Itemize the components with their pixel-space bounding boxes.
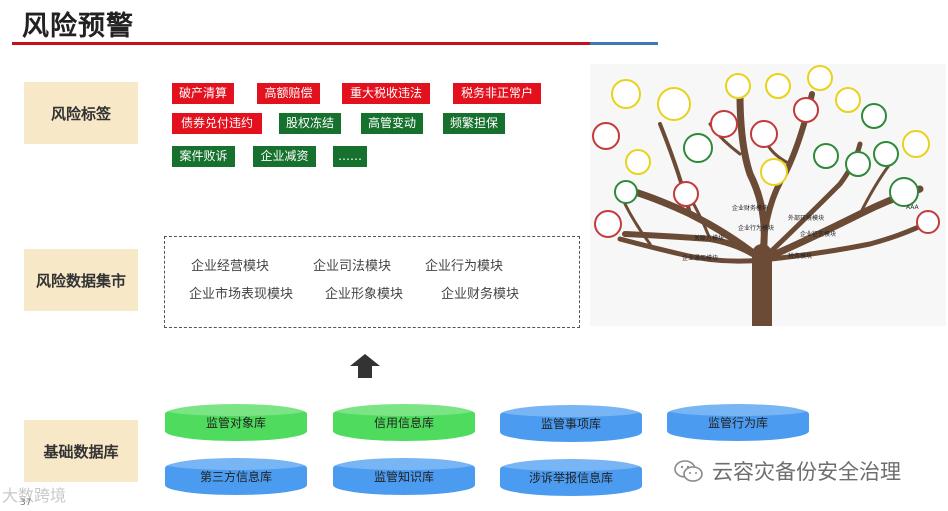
- tag-equity-freeze: 股权冻结: [279, 113, 341, 134]
- title-rule-red: [12, 42, 590, 45]
- data-market-box: 企业经营模块 企业司法模块 企业行为模块 企业市场表现模块 企业形象模块 企业财…: [164, 236, 580, 328]
- db-third-party: 第三方信息库: [165, 458, 307, 495]
- tag-exec-change: 高管变动: [361, 113, 423, 134]
- module-market: 企业市场表现模块: [189, 287, 294, 302]
- tree-branch-label: 税务模块: [788, 252, 812, 260]
- page-title: 风险预警: [22, 11, 134, 42]
- page-number: 37: [20, 498, 32, 508]
- risk-tree-illustration: AAA 企业财务模块 企业行为模块 关联方模块 企业通用模块 外部环境模块 企业…: [590, 64, 946, 326]
- db-label: 涉诉举报信息库: [528, 471, 613, 485]
- tag-ellipsis: ……: [333, 146, 367, 167]
- db-supervision-matters: 监管事项库: [500, 405, 642, 442]
- tree-branch-label: 企业财务模块: [732, 204, 768, 212]
- db-credit-info: 信用信息库: [333, 404, 475, 441]
- label-risk-data-market: 风险数据集市: [24, 249, 138, 311]
- tag-bankruptcy: 破产清算: [172, 83, 234, 104]
- watermark-left: 大数跨境: [2, 486, 67, 505]
- label-risk-tags: 风险标签: [24, 82, 138, 144]
- label-base-db: 基础数据库: [24, 420, 138, 482]
- db-supervised-objects: 监管对象库: [165, 404, 307, 441]
- db-label: 监管对象库: [205, 416, 266, 430]
- db-label: 监管知识库: [373, 470, 434, 484]
- tree-branch-label: 外部环境模块: [788, 214, 824, 222]
- db-litigation-reports: 涉诉举报信息库: [500, 459, 642, 496]
- db-label: 信用信息库: [373, 416, 434, 430]
- tag-capital-reduction: 企业减资: [253, 146, 316, 167]
- tag-high-compensation: 高额赔偿: [257, 83, 320, 104]
- db-label: 监管事项库: [540, 417, 601, 431]
- tag-bond-default: 债券兑付违约: [172, 113, 262, 134]
- up-arrow-icon: [350, 354, 380, 378]
- tag-lawsuit-lost: 案件败诉: [172, 146, 235, 167]
- tree-branch-label: 企业通用模块: [682, 254, 718, 262]
- watermark-text: 云容灾备份安全治理: [712, 460, 901, 484]
- tree-leaf-aaa: AAA: [906, 204, 920, 211]
- db-supervision-actions: 监管行为库: [667, 404, 809, 441]
- module-finance: 企业财务模块: [441, 287, 520, 302]
- tag-tax-violation: 重大税收违法: [342, 83, 430, 104]
- title-rule-blue: [590, 42, 658, 45]
- wechat-icon: [674, 460, 703, 482]
- tree-branch-label: 企业征信模块: [800, 230, 836, 238]
- tag-frequent-guarantee: 频繁担保: [443, 113, 505, 134]
- module-image: 企业形象模块: [325, 287, 404, 302]
- tree-branch-label: 关联方模块: [694, 234, 724, 242]
- module-operation: 企业经营模块: [191, 259, 270, 274]
- tag-abnormal-tax: 税务非正常户: [453, 83, 541, 104]
- db-knowledge: 监管知识库: [333, 458, 475, 495]
- watermark-right: 云容灾备份安全治理: [674, 456, 901, 486]
- module-behavior: 企业行为模块: [425, 259, 504, 274]
- tree-branch-label: 企业行为模块: [738, 224, 774, 232]
- db-label: 监管行为库: [707, 416, 768, 430]
- db-label: 第三方信息库: [199, 470, 272, 484]
- module-judicial: 企业司法模块: [313, 259, 392, 274]
